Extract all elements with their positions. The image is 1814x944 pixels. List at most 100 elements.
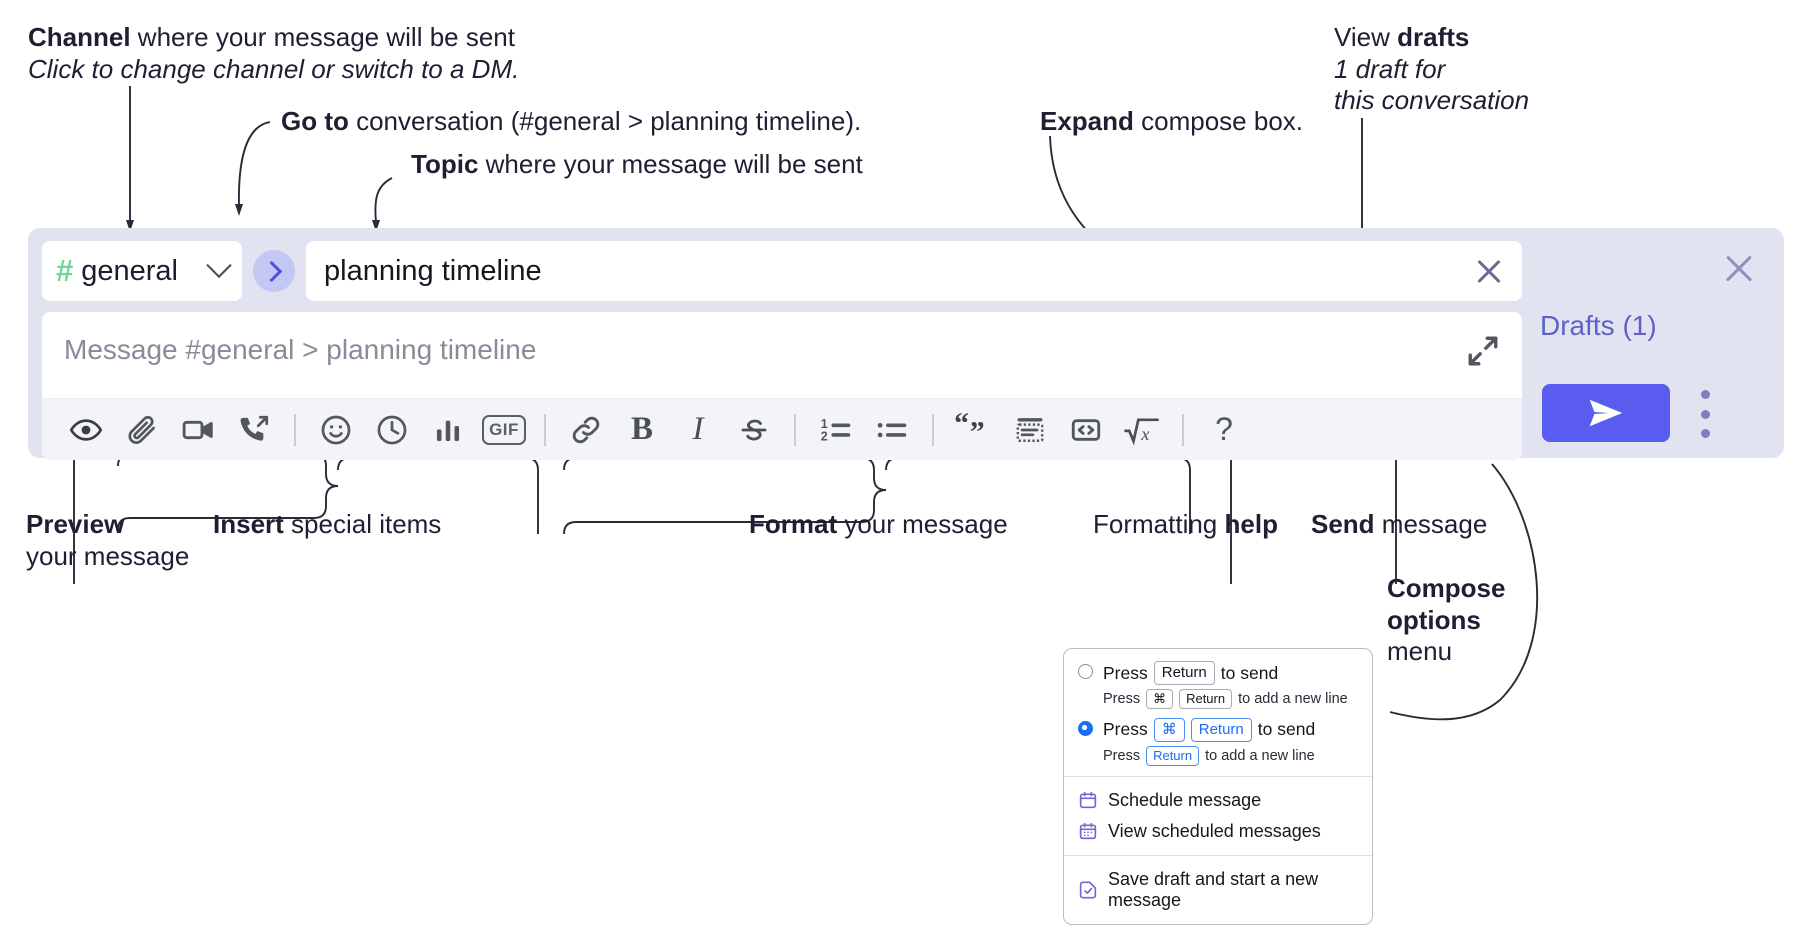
video-icon[interactable] bbox=[170, 402, 226, 458]
send-option-row[interactable]: Press Return to send Press ⌘ Return to a… bbox=[1078, 661, 1358, 709]
menu-item-label: View scheduled messages bbox=[1108, 820, 1321, 841]
annotation-drafts-line3: this conversation bbox=[1334, 85, 1530, 116]
key-cmd: ⌘ bbox=[1153, 717, 1185, 743]
ordered-list-icon[interactable]: 1 2 bbox=[808, 402, 864, 458]
poll-icon[interactable] bbox=[420, 402, 476, 458]
radio-cmd-return-to-send[interactable] bbox=[1078, 720, 1093, 736]
compose-options-menu: Press Return to send Press ⌘ Return to a… bbox=[1063, 648, 1373, 925]
annotation-channel: Channel where your message will be sent … bbox=[28, 22, 519, 85]
key-return: Return bbox=[1146, 746, 1200, 766]
radio-return-to-send[interactable] bbox=[1078, 664, 1093, 679]
send-button[interactable] bbox=[1542, 384, 1670, 442]
bold-icon[interactable]: B bbox=[614, 402, 670, 458]
annotation-send: Send message bbox=[1311, 509, 1487, 541]
annotation-channel-sub: Click to change channel or switch to a D… bbox=[28, 53, 520, 84]
formatting-toolbar: GIF B I bbox=[42, 398, 1522, 460]
toolbar-divider bbox=[794, 413, 796, 446]
kebab-dot bbox=[1700, 429, 1710, 438]
code-block-icon[interactable] bbox=[1002, 402, 1058, 458]
key-return: Return bbox=[1179, 689, 1233, 709]
chevron-down-icon bbox=[206, 252, 232, 279]
topic-input[interactable]: planning timeline bbox=[306, 241, 1522, 301]
message-input[interactable]: Message #general > planning timeline bbox=[64, 334, 537, 365]
svg-text:2: 2 bbox=[821, 429, 828, 443]
help-label: ? bbox=[1215, 411, 1233, 447]
svg-text:1: 1 bbox=[821, 417, 828, 431]
annotation-compose-options-line3: menu bbox=[1387, 636, 1453, 667]
audio-call-icon[interactable] bbox=[226, 402, 282, 458]
annotation-format: Format your message bbox=[749, 509, 1008, 541]
menu-item-label: Schedule message bbox=[1108, 789, 1262, 810]
menu-item-save-draft[interactable]: Save draft and start a new message bbox=[1064, 860, 1372, 920]
annotation-drafts-lead: View bbox=[1334, 22, 1398, 52]
annotation-insert-rest: special items bbox=[283, 509, 442, 539]
annotation-help: Formatting help bbox=[1093, 509, 1278, 541]
menu-schedule-group: Schedule message View scheduled messages bbox=[1064, 775, 1372, 855]
emoji-icon[interactable] bbox=[308, 402, 364, 458]
key-return: Return bbox=[1153, 661, 1215, 686]
annotation-preview-line2: your message bbox=[26, 540, 190, 571]
annotation-channel-bold: Channel bbox=[28, 22, 131, 52]
annotation-compose-options-line1: Compose bbox=[1387, 573, 1506, 603]
preview-icon[interactable] bbox=[58, 402, 114, 458]
menu-item-label: Save draft and start a new message bbox=[1108, 868, 1319, 910]
option-sub-action: to add a new line bbox=[1205, 747, 1315, 764]
inline-code-icon[interactable] bbox=[1058, 402, 1114, 458]
bold-label: B bbox=[630, 411, 653, 447]
annotation-goto: Go to conversation (#general > planning … bbox=[281, 106, 861, 138]
annotation-preview-bold: Preview bbox=[26, 509, 125, 539]
option-sub-press: Press bbox=[1103, 747, 1141, 764]
close-icon[interactable] bbox=[1720, 250, 1758, 288]
compose-options-button[interactable] bbox=[1694, 390, 1716, 438]
bulleted-list-icon[interactable] bbox=[864, 402, 920, 458]
chevron-right-icon bbox=[260, 260, 282, 282]
key-return: Return bbox=[1190, 717, 1252, 743]
help-icon[interactable]: ? bbox=[1196, 402, 1252, 458]
send-option-row[interactable]: Press ⌘ Return to send Press Return to a… bbox=[1078, 717, 1358, 766]
toolbar-divider bbox=[294, 413, 296, 446]
annotation-help-lead: Formatting bbox=[1093, 509, 1225, 539]
svg-text:“: “ bbox=[954, 413, 969, 440]
annotation-send-rest: message bbox=[1374, 509, 1488, 539]
math-icon[interactable]: x bbox=[1114, 402, 1170, 458]
italic-icon[interactable]: I bbox=[670, 402, 726, 458]
toolbar-divider bbox=[1182, 413, 1184, 446]
annotation-drafts-bold: drafts bbox=[1397, 22, 1470, 52]
drafts-link[interactable]: Drafts (1) bbox=[1540, 310, 1657, 341]
menu-item-view-scheduled[interactable]: View scheduled messages bbox=[1064, 816, 1372, 851]
annotation-insert: Insert special items bbox=[213, 509, 441, 541]
annotation-compose-options-line2: options bbox=[1387, 604, 1481, 635]
gif-label: GIF bbox=[482, 414, 526, 445]
topic-value: planning timeline bbox=[324, 254, 542, 287]
annotation-expand: Expand compose box. bbox=[1040, 106, 1303, 138]
blockquote-icon[interactable]: “ ” bbox=[946, 402, 1002, 458]
channel-selector[interactable]: # general bbox=[42, 241, 242, 301]
attachment-icon[interactable] bbox=[114, 402, 170, 458]
option-sub-press: Press bbox=[1103, 691, 1141, 708]
italic-label: I bbox=[692, 411, 704, 447]
annotation-send-bold: Send bbox=[1311, 509, 1375, 539]
hash-icon: # bbox=[56, 252, 74, 288]
link-icon[interactable] bbox=[558, 402, 614, 458]
svg-text:x: x bbox=[1140, 423, 1150, 443]
annotation-preview: Preview your message bbox=[26, 509, 189, 572]
expand-icon[interactable] bbox=[1466, 334, 1500, 368]
option-action-label: to send bbox=[1220, 662, 1279, 683]
option-press-label: Press bbox=[1103, 719, 1148, 740]
gif-icon[interactable]: GIF bbox=[476, 402, 532, 458]
send-icon bbox=[1589, 399, 1623, 427]
annotation-goto-rest: conversation (#general > planning timeli… bbox=[348, 106, 862, 136]
annotation-expand-bold: Expand bbox=[1040, 106, 1134, 136]
menu-item-schedule-message[interactable]: Schedule message bbox=[1064, 781, 1372, 816]
strikethrough-icon[interactable] bbox=[726, 402, 782, 458]
clock-icon[interactable] bbox=[364, 402, 420, 458]
annotation-insert-bold: Insert bbox=[213, 509, 284, 539]
compose-header-row: # general planning timeline bbox=[42, 240, 1522, 302]
option-action-label: to send bbox=[1257, 719, 1316, 740]
option-sub-action: to add a new line bbox=[1238, 691, 1348, 708]
clear-topic-icon[interactable] bbox=[1468, 250, 1510, 292]
goto-conversation-button[interactable] bbox=[253, 250, 295, 292]
annotation-drafts-line2: 1 draft for bbox=[1334, 53, 1446, 84]
message-editor: Message #general > planning timeline bbox=[42, 312, 1522, 460]
